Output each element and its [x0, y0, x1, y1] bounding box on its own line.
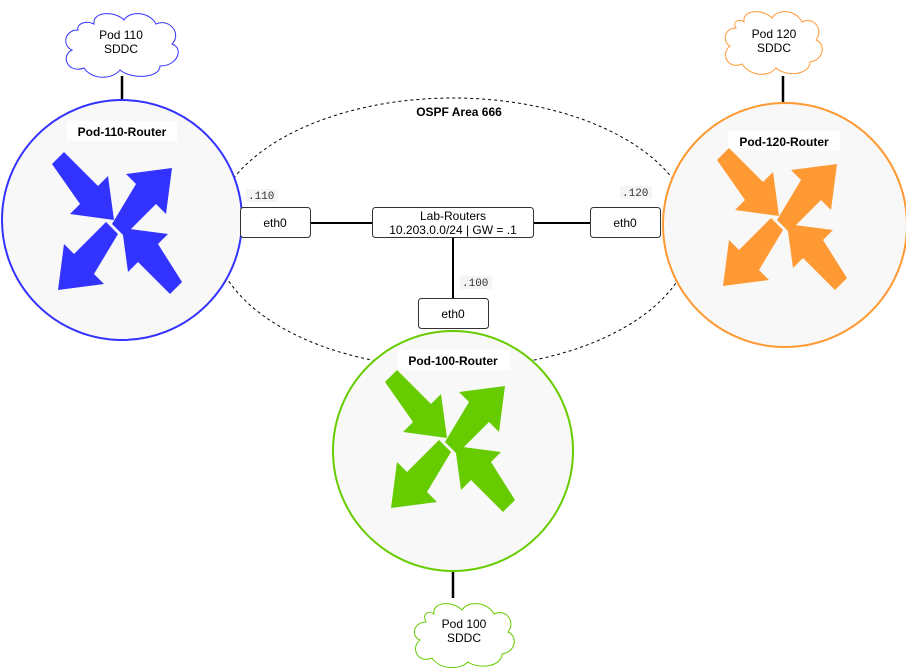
cloud-label-line2: SDDC: [447, 631, 481, 645]
router-name: Pod-120-Router: [739, 135, 829, 149]
interface-label: eth0: [441, 307, 465, 321]
cloud-pod-100-sddc[interactable]: Pod 100 SDDC: [413, 603, 515, 668]
router-name: Pod-100-Router: [408, 354, 498, 368]
router-pod-110[interactable]: Pod-110-Router: [1, 99, 243, 341]
cloud-label-line1: Pod 110: [99, 28, 143, 42]
lab-routers-switch[interactable]: Lab-Routers 10.203.0.0/24 | GW = .1: [372, 207, 534, 238]
interface-eth0-pod-100[interactable]: eth0: [418, 298, 489, 329]
interface-eth0-pod-110[interactable]: eth0: [240, 207, 311, 238]
cloud-label-line1: Pod 120: [752, 27, 797, 41]
switch-name: Lab-Routers: [420, 209, 486, 223]
router-pod-100[interactable]: Pod-100-Router: [332, 330, 574, 572]
cloud-pod-120-sddc[interactable]: Pod 120 SDDC: [724, 11, 823, 75]
cloud-label-line2: SDDC: [104, 42, 138, 56]
router-name: Pod-110-Router: [78, 125, 167, 139]
cloud-icon: [724, 11, 823, 75]
ip-suffix-120: .120: [622, 188, 648, 200]
cloud-icon: [65, 13, 179, 78]
cloud-pod-110-sddc[interactable]: Pod 110 SDDC: [65, 13, 179, 78]
cloud-label-line2: SDDC: [757, 41, 791, 55]
switch-subnet: 10.203.0.0/24 | GW = .1: [389, 223, 517, 237]
ip-suffix-110: .110: [248, 191, 274, 203]
interface-label: eth0: [263, 216, 287, 230]
interface-eth0-pod-120[interactable]: eth0: [590, 207, 661, 238]
interface-label: eth0: [613, 216, 637, 230]
router-pod-120[interactable]: Pod-120-Router: [662, 102, 906, 348]
cloud-label-line1: Pod 100: [442, 617, 487, 631]
cloud-icon: [413, 603, 515, 668]
ospf-area-label: OSPF Area 666: [416, 105, 502, 119]
ip-suffix-100: .100: [462, 278, 488, 290]
